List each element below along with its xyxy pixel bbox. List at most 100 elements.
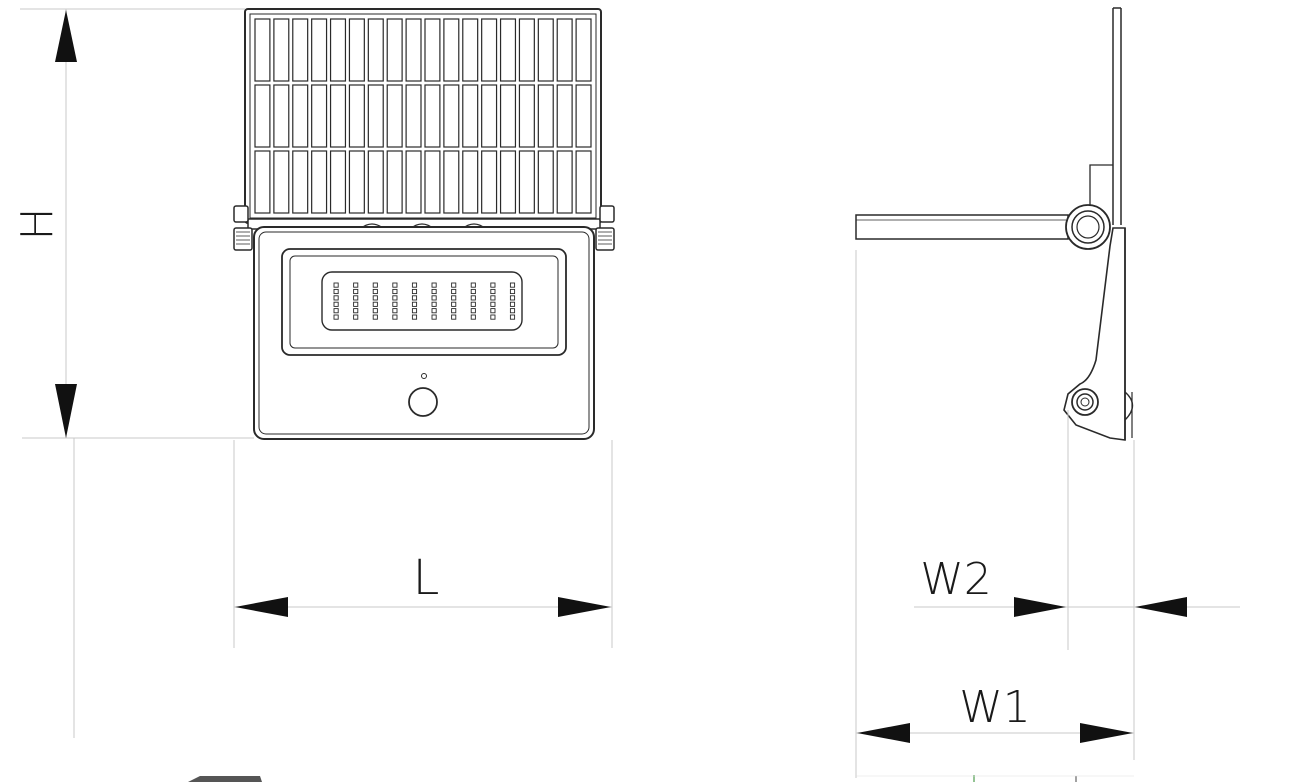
led-chip bbox=[333, 295, 339, 301]
led-chip bbox=[353, 295, 359, 301]
led-chip bbox=[392, 295, 398, 301]
solar-cell bbox=[518, 18, 535, 82]
solar-cell bbox=[499, 150, 517, 214]
led-chip bbox=[333, 308, 339, 314]
lamp-body bbox=[253, 226, 595, 440]
lower-pivot bbox=[1071, 388, 1099, 416]
led-chip bbox=[392, 301, 398, 307]
arrow-up-icon bbox=[55, 10, 77, 62]
solar-cell bbox=[273, 150, 290, 214]
led-chip bbox=[392, 308, 398, 314]
arrow-down-icon bbox=[55, 384, 77, 438]
solar-panel bbox=[244, 8, 602, 224]
led-chip bbox=[490, 288, 496, 295]
led-chip bbox=[431, 295, 437, 301]
solar-cell bbox=[329, 84, 347, 148]
solar-cell bbox=[556, 84, 573, 148]
led-chip bbox=[470, 295, 476, 301]
solar-cell bbox=[575, 150, 592, 214]
height-label: H bbox=[12, 207, 63, 240]
led-chip bbox=[431, 301, 437, 307]
solar-cell bbox=[367, 84, 384, 148]
total-width-dimension: W1 bbox=[856, 682, 1134, 743]
pir-sensor-icon bbox=[408, 387, 438, 417]
led-chip bbox=[431, 288, 437, 295]
mounting-arm bbox=[855, 214, 1069, 240]
led-chip bbox=[353, 314, 359, 320]
solar-cell bbox=[462, 18, 479, 82]
solar-cell bbox=[575, 18, 592, 82]
solar-cell bbox=[462, 84, 479, 148]
solar-cell bbox=[311, 84, 328, 148]
solar-cell bbox=[329, 18, 347, 82]
solar-cell bbox=[311, 150, 328, 214]
led-chip bbox=[470, 288, 476, 295]
led-chip bbox=[451, 301, 457, 307]
arrow-left-icon bbox=[1135, 597, 1187, 617]
solar-cell bbox=[481, 18, 498, 82]
solar-cell bbox=[292, 18, 309, 82]
solar-cell bbox=[367, 18, 384, 82]
solar-cell bbox=[329, 150, 347, 214]
led-chip bbox=[333, 282, 339, 288]
partial-shape bbox=[188, 776, 262, 782]
led-chip bbox=[411, 295, 418, 301]
solar-cell bbox=[424, 150, 441, 214]
led-chip bbox=[411, 282, 418, 288]
solar-cell bbox=[424, 18, 441, 82]
led-chip bbox=[470, 308, 476, 314]
solar-cell bbox=[518, 84, 535, 148]
front-view: H L bbox=[12, 8, 615, 782]
solar-cell bbox=[537, 18, 554, 82]
led-array bbox=[333, 282, 516, 320]
bracket-width-label: W2 bbox=[920, 554, 992, 605]
led-chip bbox=[353, 288, 359, 295]
led-chip bbox=[431, 308, 437, 314]
led-chip bbox=[431, 314, 437, 320]
solar-cell bbox=[499, 84, 517, 148]
arrow-right-icon bbox=[1014, 597, 1066, 617]
led-chip bbox=[372, 308, 378, 314]
length-label: L bbox=[413, 550, 440, 606]
upper-pivot bbox=[1065, 204, 1111, 250]
arrow-right-icon bbox=[1080, 723, 1133, 743]
solar-cell bbox=[367, 150, 384, 214]
solar-cell bbox=[254, 84, 271, 148]
led-chip bbox=[372, 282, 378, 288]
led-chip bbox=[411, 308, 418, 314]
solar-cell bbox=[424, 84, 441, 148]
led-chip bbox=[490, 301, 496, 307]
led-chip bbox=[490, 282, 496, 288]
solar-cell bbox=[348, 84, 365, 148]
led-chip bbox=[451, 288, 457, 295]
solar-cell bbox=[443, 18, 460, 82]
led-chip bbox=[490, 314, 496, 320]
solar-cell bbox=[405, 84, 422, 148]
led-chip bbox=[451, 308, 457, 314]
led-chip bbox=[392, 314, 398, 320]
led-chip bbox=[451, 314, 457, 320]
sensor-dot-icon bbox=[421, 373, 427, 379]
solar-cell bbox=[481, 150, 498, 214]
led-chip bbox=[392, 288, 398, 295]
solar-cell bbox=[405, 18, 422, 82]
led-chip bbox=[509, 314, 516, 320]
solar-cell bbox=[405, 150, 422, 214]
solar-cell bbox=[499, 18, 517, 82]
solar-cell bbox=[575, 84, 592, 148]
solar-cell bbox=[292, 84, 309, 148]
solar-cells-grid bbox=[254, 18, 592, 214]
led-chip bbox=[509, 282, 516, 288]
led-chip bbox=[333, 288, 339, 295]
led-chip bbox=[411, 301, 418, 307]
led-chip bbox=[451, 282, 457, 288]
led-chip bbox=[470, 301, 476, 307]
solar-cell bbox=[556, 18, 573, 82]
solar-panel-side bbox=[1089, 7, 1122, 225]
solar-cell bbox=[537, 150, 554, 214]
led-chip bbox=[451, 295, 457, 301]
solar-cell bbox=[254, 150, 271, 214]
led-chip bbox=[372, 288, 378, 295]
solar-cell bbox=[537, 84, 554, 148]
